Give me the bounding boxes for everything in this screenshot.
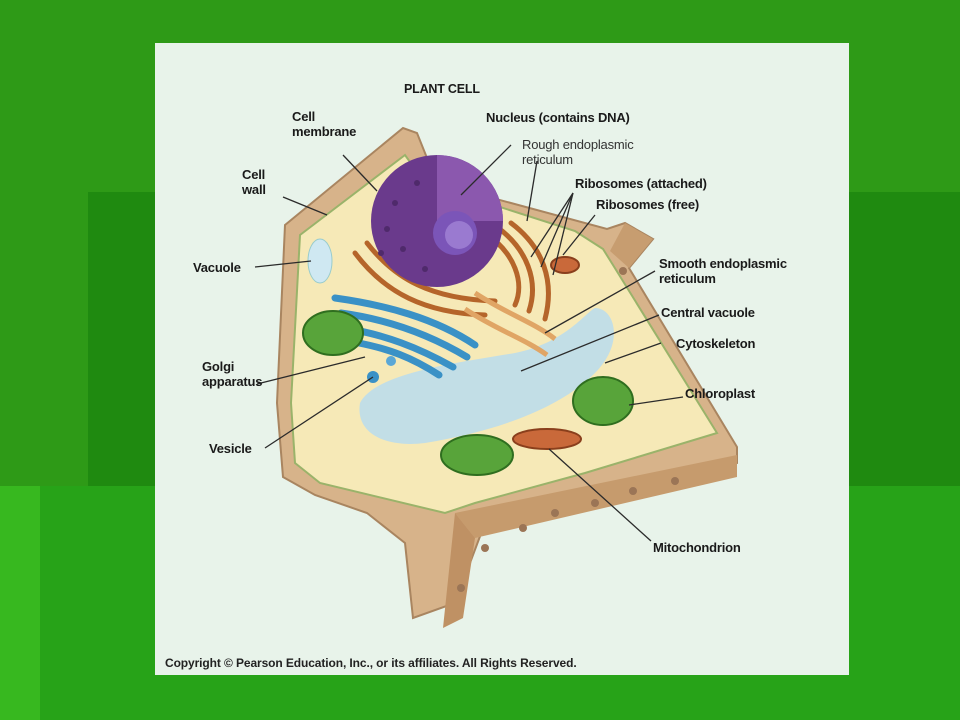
diagram-panel: PLANT CELL Cell membrane Cell wall Vacuo… xyxy=(155,43,849,675)
label-chloroplast: Chloroplast xyxy=(685,386,756,401)
central-vacuole xyxy=(359,308,614,444)
label-cell-wall: Cell wall xyxy=(242,167,266,197)
label-rough-er: Rough endoplasmic reticulum xyxy=(522,137,634,167)
smooth-er xyxy=(463,290,557,358)
nucleus xyxy=(371,155,503,287)
label-mitochondrion: Mitochondrion xyxy=(653,540,741,555)
label-vacuole: Vacuole xyxy=(193,260,241,275)
label-cell-membrane: Cell membrane xyxy=(292,109,357,139)
chloroplast xyxy=(302,310,634,476)
vacuole xyxy=(307,238,333,284)
label-cytoskeleton: Cytoskeleton xyxy=(676,336,756,351)
leader-lines xyxy=(254,144,684,542)
background-block xyxy=(0,486,40,720)
label-nucleus: Nucleus (contains DNA) xyxy=(486,110,630,125)
label-central-vacuole: Central vacuole xyxy=(661,305,755,320)
label-golgi: Golgi apparatus xyxy=(202,359,263,389)
figure-title: PLANT CELL xyxy=(404,82,480,96)
plant-cell-illustration xyxy=(254,126,738,628)
mitochondrion xyxy=(512,256,582,450)
label-ribosomes-attached: Ribosomes (attached) xyxy=(575,176,707,191)
label-smooth-er: Smooth endoplasmic reticulum xyxy=(659,256,787,286)
copyright-notice: Copyright © Pearson Education, Inc., or … xyxy=(165,656,577,670)
label-ribosomes-free: Ribosomes (free) xyxy=(596,197,699,212)
label-vesicle: Vesicle xyxy=(209,441,252,456)
